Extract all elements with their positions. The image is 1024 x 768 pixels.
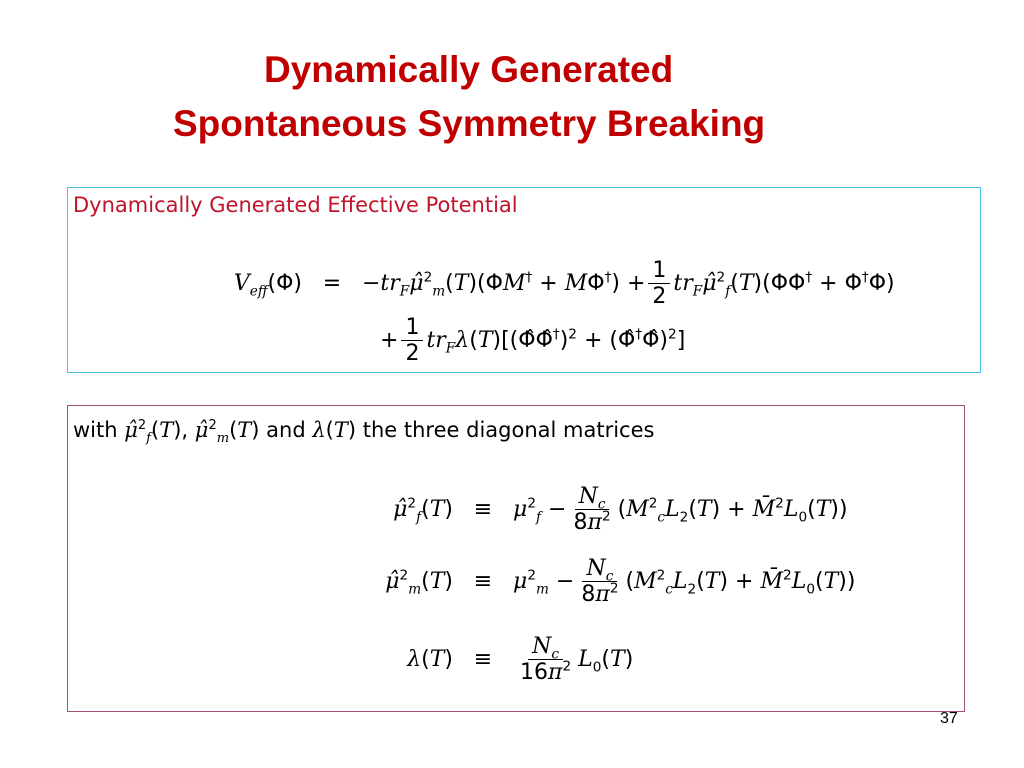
- effective-potential-box: Dynamically Generated Effective Potentia…: [67, 187, 981, 373]
- veff-rhs-part1: −trFμ̂2m(T)(ΦM† + MΦ†) +: [362, 269, 646, 300]
- diagonal-matrices-heading: with μ̂2f(T), μ̂2m(T) and λ(T) the three…: [73, 418, 655, 447]
- mu-f-equiv: ≡: [473, 497, 493, 523]
- veff-rhs-part3: trFλ(T)[(Φ̂Φ̂†)2 + (Φ̂†Φ̂)2]: [426, 326, 686, 357]
- mu-f-lhs: μ̂2f(T): [393, 495, 453, 526]
- veff-equals: =: [322, 271, 342, 297]
- mu-f-rhs-a: μ2f −: [513, 495, 567, 526]
- slide-title-line2: Spontaneous Symmetry Breaking: [173, 103, 766, 144]
- slide-title-line1: Dynamically Generated: [264, 49, 674, 90]
- effective-potential-heading: Dynamically Generated Effective Potentia…: [73, 193, 518, 217]
- lambda-lhs: λ(T): [407, 647, 453, 673]
- veff-rhs-part2: trFμ̂2f(T)(ΦΦ† + Φ†Φ): [673, 269, 895, 300]
- lambda-rhs: L0(T): [578, 647, 634, 676]
- lambda-equiv: ≡: [473, 647, 493, 673]
- veff-line2-plus: +: [380, 328, 399, 354]
- mu-f-rhs-b: (M2cL2(T) + M̄2L0(T)): [617, 495, 848, 526]
- mu-m-lhs: μ̂2m(T): [385, 567, 453, 598]
- diagonal-matrices-box: with μ̂2f(T), μ̂2m(T) and λ(T) the three…: [67, 405, 965, 712]
- mu-m-rhs-b: (M2cL2(T) + M̄2L0(T)): [625, 567, 856, 598]
- page-number: 37: [940, 710, 958, 727]
- veff-lhs: Veff(Φ): [233, 271, 302, 300]
- mu-m-equiv: ≡: [473, 569, 493, 595]
- mu-m-rhs-a: μ2m −: [513, 567, 575, 598]
